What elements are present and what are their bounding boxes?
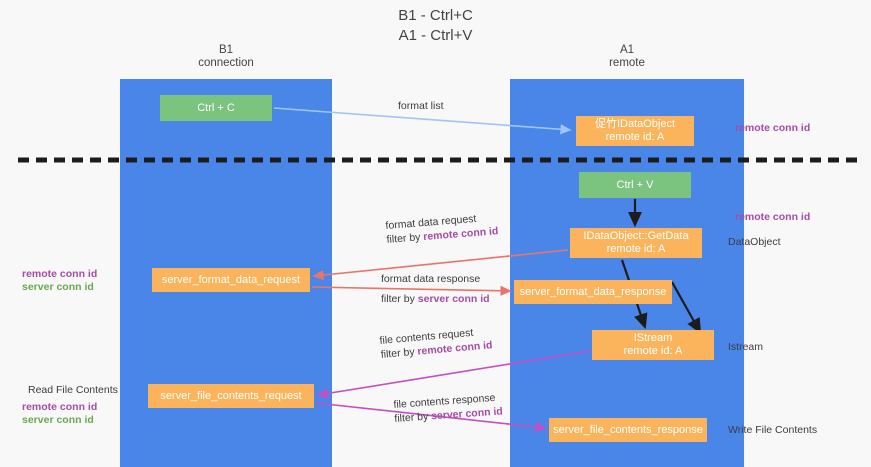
arrow-label-format-data-response-line1: format data response bbox=[381, 273, 481, 285]
box-istream-subtitle: remote id: A bbox=[623, 345, 683, 357]
arrow-label-format-data-response-line2: filter by server conn id bbox=[381, 292, 490, 306]
box-server-format-data-request[interactable]: server_format_data_request bbox=[152, 268, 310, 292]
annotation-remote-conn-id-top: remote conn id bbox=[735, 122, 811, 134]
annotation-left-server-conn-id-bottom: server conn id bbox=[22, 414, 94, 426]
box-server-file-contents-response-label: server_file_contents_response bbox=[553, 423, 703, 436]
box-idataobject-getdata[interactable]: IDataObject::GetData remote id: A bbox=[570, 228, 702, 258]
filter-prefix: filter by bbox=[386, 231, 424, 246]
box-server-file-contents-request-label: server_file_contents_request bbox=[160, 389, 302, 402]
filter-prefix: filter by bbox=[381, 293, 418, 305]
diagram-title: B1 - Ctrl+C A1 - Ctrl+V bbox=[398, 7, 473, 44]
box-server-format-data-request-label: server_format_data_request bbox=[161, 273, 301, 286]
annotation-istream: Istream bbox=[728, 341, 764, 353]
annotation-dataobject: DataObject bbox=[728, 236, 781, 248]
filter-key-server-conn-id: server conn id bbox=[417, 293, 490, 305]
box-getdata-title: IDataObject::GetData bbox=[583, 230, 689, 242]
box-idataobject[interactable]: 促竹IDataObject remote id: A bbox=[576, 116, 694, 146]
arrow-label-format-data-request: format data request filter by remote con… bbox=[385, 210, 499, 247]
annotation-left-remote-conn-id-bottom: remote conn id bbox=[22, 401, 98, 413]
box-server-format-data-response[interactable]: server_format_data_response bbox=[514, 280, 672, 304]
annotation-left-conn-ids-mid: remote conn id server conn id bbox=[22, 268, 97, 294]
box-ctrl-v[interactable]: Ctrl + V bbox=[579, 172, 691, 198]
filter-prefix: filter by bbox=[380, 345, 418, 361]
swimlane-heading-a1: A1 remote bbox=[609, 44, 645, 69]
annotation-write-file-contents: Write File Contents bbox=[728, 424, 818, 436]
arrow-label-format-list: format list bbox=[398, 100, 444, 112]
box-getdata-subtitle: remote id: A bbox=[606, 243, 666, 255]
box-istream[interactable]: IStream remote id: A bbox=[592, 330, 714, 360]
box-ctrl-c[interactable]: Ctrl + C bbox=[160, 95, 272, 121]
arrow-label-format-data-response: format data response filter by server co… bbox=[381, 272, 490, 306]
arrow-label-file-contents-request: file contents request filter by remote c… bbox=[379, 324, 493, 362]
annotation-left-remote-conn-id-mid: remote conn id bbox=[22, 268, 98, 280]
arrow-label-file-contents-response: file contents response filter by server … bbox=[393, 390, 503, 426]
annotation-left-server-conn-id-mid: server conn id bbox=[22, 281, 94, 293]
annotation-remote-conn-id-mid: remote conn id bbox=[735, 211, 811, 223]
filter-key-server-conn-id: server conn id bbox=[430, 405, 504, 423]
box-istream-title: IStream bbox=[633, 332, 673, 344]
box-ctrl-c-label: Ctrl + C bbox=[197, 101, 235, 114]
box-ctrl-v-label: Ctrl + V bbox=[616, 178, 654, 191]
annotation-left-conn-ids-bottom: remote conn id server conn id bbox=[22, 401, 97, 427]
box-server-file-contents-request[interactable]: server_file_contents_request bbox=[148, 384, 314, 408]
swimlane-heading-b1: B1 connection bbox=[198, 44, 254, 69]
box-idataobject-title: 促竹IDataObject bbox=[594, 118, 676, 130]
box-server-format-data-response-label: server_format_data_response bbox=[519, 285, 667, 298]
box-idataobject-subtitle: remote id: A bbox=[605, 131, 665, 143]
filter-prefix: filter by bbox=[394, 410, 432, 425]
annotation-read-file-contents: Read File Contents bbox=[28, 384, 118, 396]
box-server-file-contents-response[interactable]: server_file_contents_response bbox=[549, 418, 707, 442]
